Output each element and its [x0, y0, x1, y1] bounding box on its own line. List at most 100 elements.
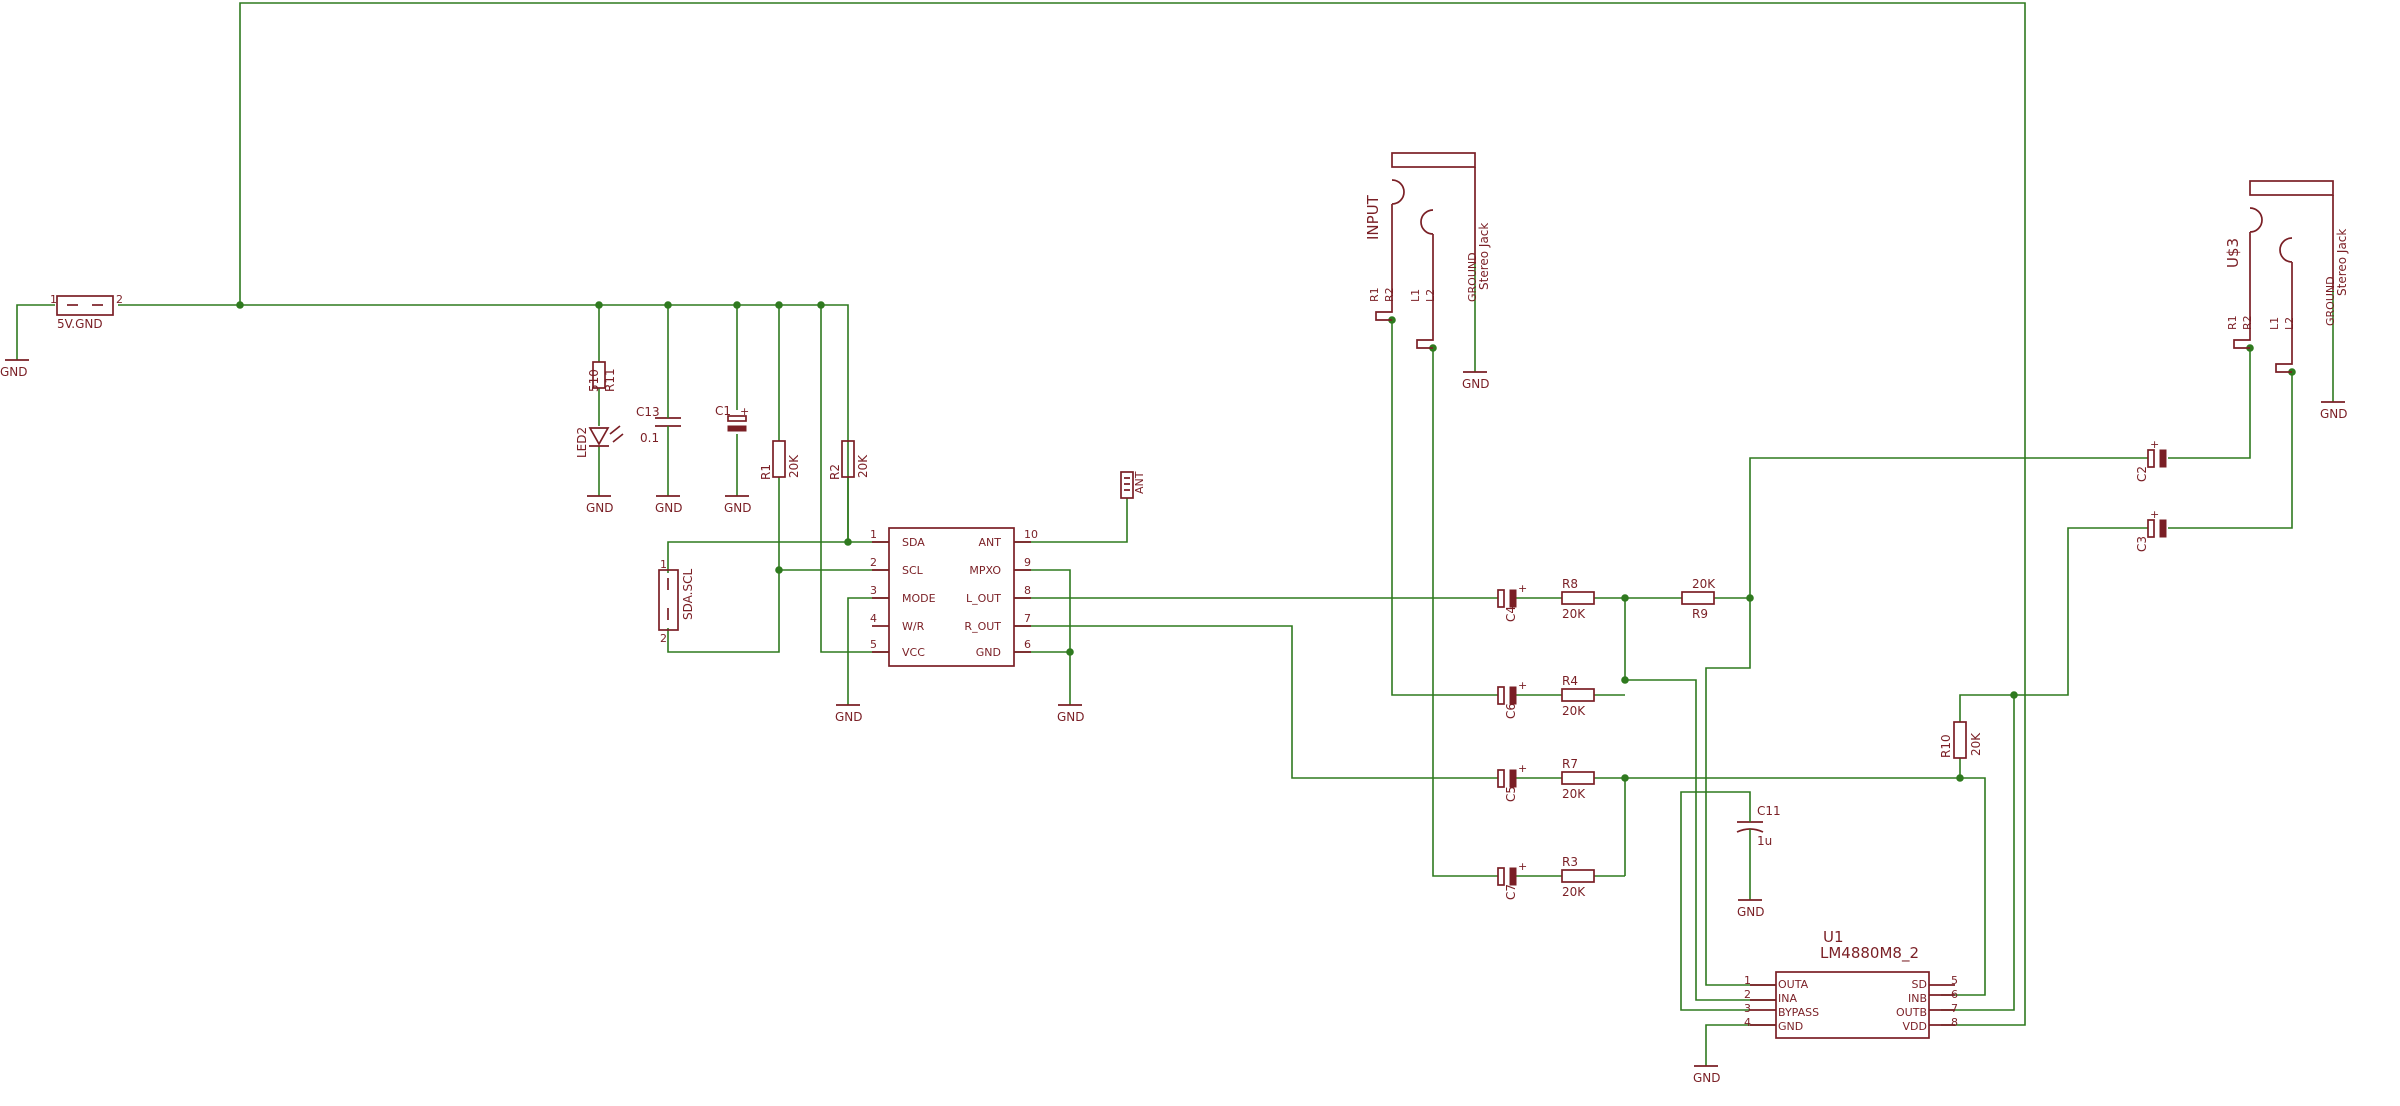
u1-left-pins: 1 2 3 4 OUTA INA BYPASS GND [1744, 974, 1819, 1033]
resistor-r2: R2 20K [828, 440, 870, 480]
wire-5v-top-loop [239, 2, 2026, 1026]
pin-name: SCL [902, 564, 924, 577]
part-value: 20K [1692, 577, 1716, 591]
pin-number: 1 [870, 528, 877, 541]
part-name: C11 [1757, 804, 1781, 818]
polarity-mark: + [1518, 582, 1527, 595]
part-value: 20K [1562, 787, 1586, 801]
junction-dot [844, 538, 852, 546]
capacitor-c3: + C3 [2135, 508, 2167, 552]
pin-name: R2 [2241, 315, 2254, 330]
part-name: LED2 [575, 427, 589, 458]
resistor-r10: R10 20K [1939, 721, 1983, 759]
pin-name: GROUND [2324, 276, 2337, 326]
pin-number: 3 [870, 584, 877, 597]
stereo-jack-output: U$3 Stereo Jack R1 R2 L1 L2 GROUND [2224, 180, 2349, 373]
gnd-symbol-radio: GND [1057, 704, 1085, 724]
polarity-mark: + [1518, 860, 1527, 873]
pin-name: VDD [1903, 1020, 1927, 1033]
junction-dot [595, 301, 603, 309]
resistor-r11: 510 R11 [587, 361, 617, 392]
junctions [236, 301, 2296, 782]
gnd-label: GND [1462, 377, 1490, 391]
pin-name: VCC [902, 646, 925, 659]
part-name: INPUT [1364, 194, 1382, 240]
part-name: C7 [1504, 884, 1518, 900]
capacitor-c13: C13 0.1 [636, 405, 681, 445]
part-name: R2 [828, 464, 842, 480]
pin-number: 7 [1951, 1002, 1958, 1015]
pin-number: 6 [1951, 988, 1958, 1001]
radio-module: 1 2 3 4 5 SDA SCL MODE W/R VCC 10 9 8 7 … [870, 527, 1038, 667]
part-name: C3 [2135, 536, 2149, 552]
wire-conn-gnd [16, 304, 55, 360]
u1-right-pins: 5 6 7 8 SD INB OUTB VDD [1896, 974, 1958, 1033]
junction-dot [664, 301, 672, 309]
led-led2: LED2 [575, 425, 624, 458]
wire-vcc-branch [820, 305, 889, 653]
pin-name: INA [1778, 992, 1797, 1005]
part-name: ANT [1133, 471, 1146, 494]
wires [16, 2, 2334, 1066]
pin-number: 2 [116, 293, 123, 306]
junction-dot [1956, 774, 1964, 782]
part-value: 20K [787, 454, 801, 478]
capacitor-c5: + C5 [1497, 762, 1527, 802]
part-value: 510 [587, 369, 601, 392]
amplifier-u1: U1 LM4880M8_2 1 2 3 4 OUTA INA BYPASS GN… [1744, 928, 1958, 1039]
wire-ant [1014, 498, 1128, 543]
gnd-symbol-c11: GND [1737, 899, 1765, 919]
pin-number: 6 [1024, 638, 1031, 651]
polarity-mark: + [2150, 438, 2159, 451]
wire-outb-r10 [1959, 694, 2014, 722]
gnd-label: GND [2320, 407, 2348, 421]
pin-number: 2 [870, 556, 877, 569]
polarity-mark: + [1518, 679, 1527, 692]
junction-dot [1621, 676, 1629, 684]
pin-number: 1 [1744, 974, 1751, 987]
polarity-mark: + [740, 405, 749, 418]
resistor-r1: R1 20K [759, 440, 801, 480]
pin-name: OUTA [1778, 978, 1809, 991]
gnd-label: GND [1693, 1071, 1721, 1085]
gnd-label: GND [655, 501, 683, 515]
junction-dot [1621, 594, 1629, 602]
part-name: C4 [1504, 606, 1518, 622]
pin-name: OUTB [1896, 1006, 1927, 1019]
gnd-symbol-conn: GND [0, 359, 29, 379]
pin-number: 5 [1951, 974, 1958, 987]
junction-dot [1621, 774, 1629, 782]
capacitor-c7: + C7 [1497, 860, 1527, 900]
part-value: 20K [856, 454, 870, 478]
part-value: 20K [1969, 732, 1983, 756]
junction-dot [817, 301, 825, 309]
polarity-mark: + [1518, 762, 1527, 775]
antenna-ant: ANT [1120, 471, 1146, 499]
pin-name: L_OUT [966, 592, 1001, 605]
part-value: 20K [1562, 885, 1586, 899]
part-value: Stereo Jack [1477, 223, 1491, 290]
wire-c2-jack [2168, 348, 2251, 459]
resistor-r8: R8 20K [1561, 577, 1595, 621]
pin-name: MPXO [969, 564, 1001, 577]
pin-name: R2 [1383, 287, 1396, 302]
pin-name: GND [976, 646, 1001, 659]
pin-number: 4 [870, 612, 877, 625]
wire-mpxo-gnd [1014, 569, 1071, 705]
part-name: U$3 [2224, 238, 2242, 268]
part-value: Stereo Jack [2335, 229, 2349, 296]
gnd-symbol-jack-out: GND [2320, 401, 2348, 421]
part-name: R1 [759, 464, 773, 480]
connector-sda-scl: 1 2 SDA.SCL [658, 558, 695, 645]
pin-name: MODE [902, 592, 936, 605]
gnd-symbol-jack-in: GND [1462, 371, 1490, 391]
wire-jack-in-r [1391, 320, 1498, 696]
pin-name: L2 [1424, 289, 1437, 302]
polarity-mark: + [2150, 508, 2159, 521]
radio-right-pins: 10 9 8 7 6 ANT MPXO L_OUT R_OUT GND [964, 528, 1038, 659]
pin-name: L1 [1409, 289, 1422, 302]
part-name: C1 [715, 404, 731, 418]
pin-number: 7 [1024, 612, 1031, 625]
pin-name: R1 [2226, 315, 2239, 330]
wire-sda-conn [667, 541, 848, 573]
